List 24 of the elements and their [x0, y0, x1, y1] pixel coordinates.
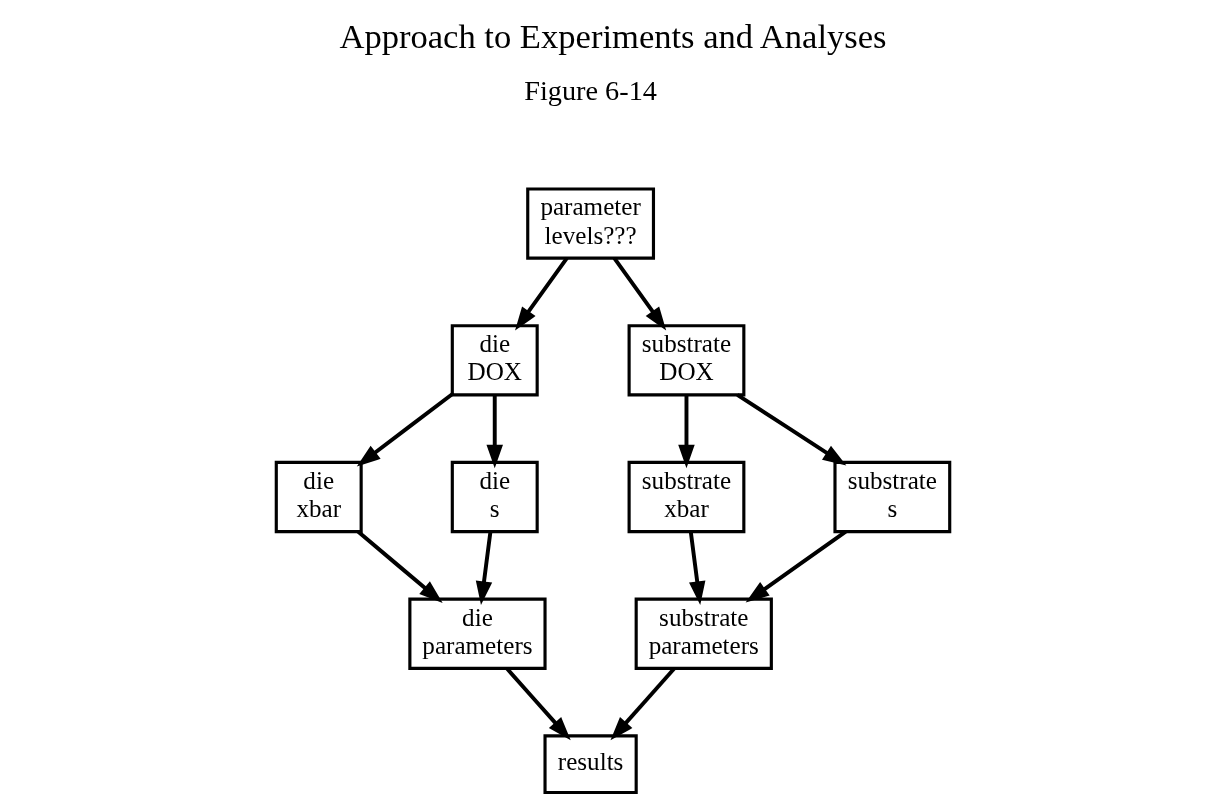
node-box: substrate s	[833, 460, 952, 534]
arrow	[612, 257, 667, 331]
node-box: parameter levels???	[526, 187, 656, 260]
node-box: substrate DOX	[627, 324, 746, 397]
node-box: die parameters	[408, 597, 547, 670]
node-box: substrate xbar	[627, 460, 746, 534]
arrow	[356, 530, 443, 603]
arrow	[736, 393, 847, 466]
arrow	[515, 257, 569, 331]
label: Figure 6-14	[524, 75, 657, 107]
arrow	[505, 667, 571, 741]
arrow	[475, 531, 493, 605]
arrow	[486, 394, 503, 469]
node-box: die xbar	[274, 460, 363, 534]
arrow	[610, 667, 676, 741]
node-box: results	[543, 734, 638, 795]
arrow	[688, 531, 706, 605]
arrow	[745, 530, 847, 603]
node-box: die s	[450, 460, 539, 534]
arrow	[356, 392, 454, 467]
node-box: substrate parameters	[634, 597, 773, 670]
arrow	[678, 394, 695, 469]
node-box: die DOX	[450, 324, 539, 397]
diagram-title: Approach to Experiments and Analyses	[339, 17, 887, 56]
